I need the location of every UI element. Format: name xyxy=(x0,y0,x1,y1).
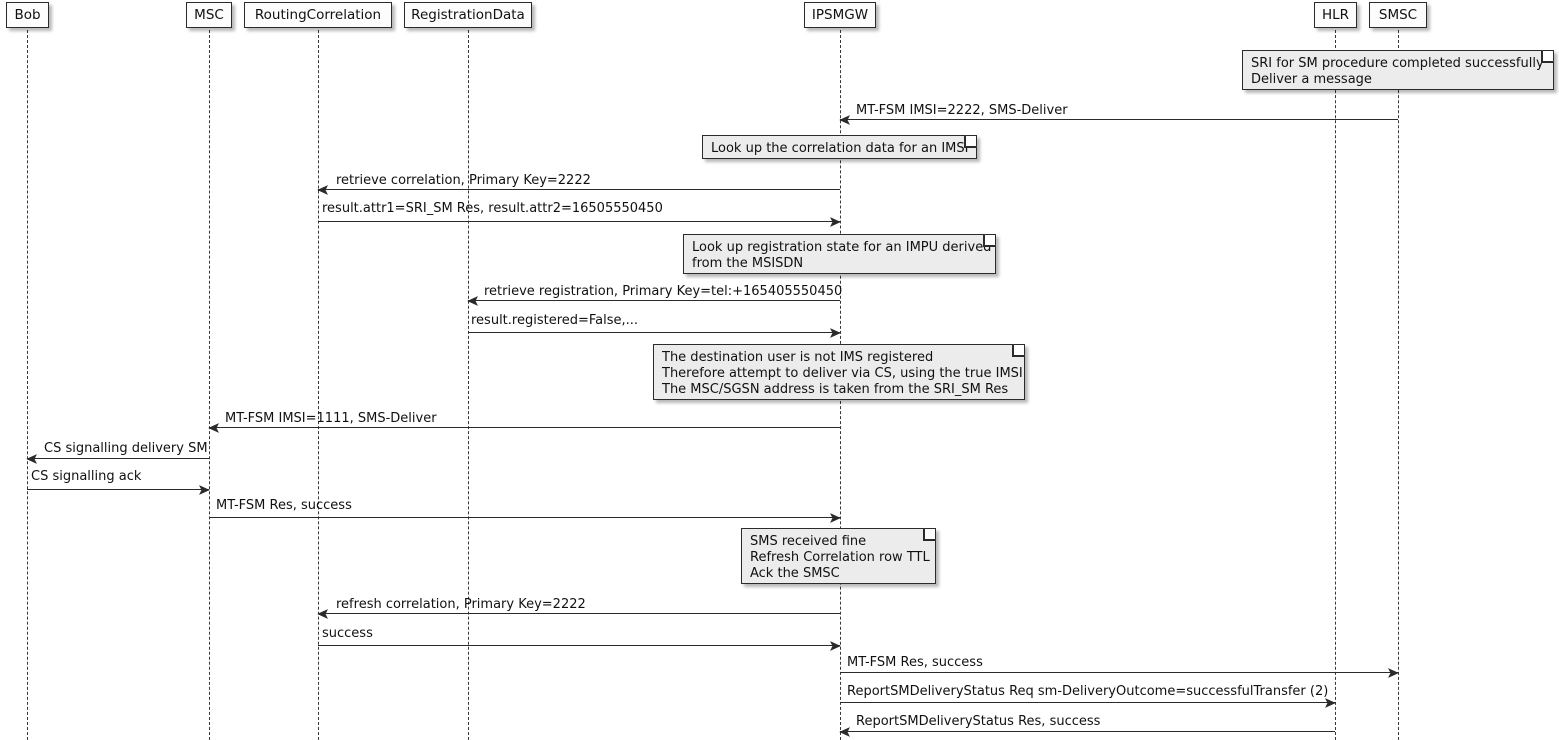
participant-ipsmgw[interactable]: IPSMGW xyxy=(804,2,876,28)
arrow-head-icon xyxy=(467,296,478,306)
note-dogear-icon xyxy=(964,136,976,148)
lifeline-bob xyxy=(27,30,28,740)
arrow-head-icon xyxy=(830,513,841,523)
note-text: Look up the correlation data for an IMSI xyxy=(711,141,969,156)
arrow-head-icon xyxy=(317,185,328,195)
note-dogear-icon xyxy=(1541,51,1553,63)
note-dogear-icon xyxy=(923,529,935,541)
arrow-head-icon xyxy=(839,115,850,125)
arrow-head-icon xyxy=(208,423,219,433)
participant-label: Bob xyxy=(14,7,41,23)
participant-label: RoutingCorrelation xyxy=(254,7,382,23)
message-label-msg-mt-fsm-deliver-2222: MT-FSM IMSI=2222, SMS-Deliver xyxy=(856,103,1068,118)
participant-hlr[interactable]: HLR xyxy=(1314,2,1357,28)
message-arrow-msg-cs-signalling-delivery xyxy=(26,454,209,464)
participant-msc[interactable]: MSC xyxy=(186,2,232,28)
message-arrow-msg-mt-fsm-deliver-1111 xyxy=(208,423,840,433)
message-label-msg-report-sm-delivery-req: ReportSMDeliveryStatus Req sm-DeliveryOu… xyxy=(847,684,1329,699)
note-dogear-icon xyxy=(1012,345,1024,357)
arrow-head-icon xyxy=(830,641,841,651)
arrow-head-icon xyxy=(317,609,328,619)
arrow-head-icon xyxy=(1388,668,1399,678)
participant-smsc[interactable]: SMSC xyxy=(1369,2,1427,28)
message-arrow-msg-mt-fsm-res-success-msc xyxy=(209,513,841,523)
note-dogear-icon xyxy=(983,235,995,247)
message-arrow-msg-refresh-success xyxy=(318,641,841,651)
message-arrow-msg-retrieve-registration xyxy=(467,296,840,306)
message-arrow-msg-correlation-result xyxy=(318,217,841,227)
participant-label: SMSC xyxy=(1378,7,1418,23)
message-label-msg-cs-signalling-delivery: CS signalling delivery SM xyxy=(44,441,208,456)
participant-label: RegistrationData xyxy=(411,7,525,23)
message-arrow-msg-report-sm-delivery-res xyxy=(839,727,1335,737)
message-label-msg-report-sm-delivery-res: ReportSMDeliveryStatus Res, success xyxy=(856,714,1101,729)
participant-regdata[interactable]: RegistrationData xyxy=(404,2,532,28)
message-arrow-msg-retrieve-correlation xyxy=(317,185,840,195)
arrow-head-icon xyxy=(830,217,841,227)
message-label-msg-correlation-result: result.attr1=SRI_SM Res, result.attr2=16… xyxy=(322,201,663,216)
message-label-msg-mt-fsm-res-success-msc: MT-FSM Res, success xyxy=(216,498,352,513)
lifeline-routing xyxy=(318,30,319,740)
arrow-head-icon xyxy=(26,454,37,464)
arrow-head-icon xyxy=(830,328,841,338)
note-sri-complete: SRI for SM procedure completed successfu… xyxy=(1242,50,1554,90)
note-text: The destination user is not IMS register… xyxy=(662,350,1023,397)
participant-routing[interactable]: RoutingCorrelation xyxy=(244,2,392,28)
note-text: Look up registration state for an IMPU d… xyxy=(692,240,992,271)
message-arrow-msg-mt-fsm-deliver-2222 xyxy=(839,115,1398,125)
message-label-msg-mt-fsm-res-success-smsc: MT-FSM Res, success xyxy=(847,655,983,670)
arrow-head-icon xyxy=(1325,698,1336,708)
lifeline-msc xyxy=(209,30,210,740)
note-text: SRI for SM procedure completed successfu… xyxy=(1251,56,1544,87)
note-sms-received: SMS received fine Refresh Correlation ro… xyxy=(741,528,936,584)
arrow-head-icon xyxy=(199,485,210,495)
message-label-msg-cs-signalling-ack: CS signalling ack xyxy=(31,469,142,484)
note-lookup-registration: Look up registration state for an IMPU d… xyxy=(683,234,996,274)
message-label-msg-refresh-correlation: refresh correlation, Primary Key=2222 xyxy=(336,597,586,612)
participant-bob[interactable]: Bob xyxy=(6,2,49,28)
message-label-msg-retrieve-correlation: retrieve correlation, Primary Key=2222 xyxy=(336,173,591,188)
participant-label: HLR xyxy=(1321,7,1350,23)
participant-label: MSC xyxy=(194,7,224,23)
message-arrow-msg-cs-signalling-ack xyxy=(27,485,210,495)
lifeline-hlr xyxy=(1335,30,1336,740)
arrow-head-icon xyxy=(839,727,850,737)
lifeline-smsc xyxy=(1398,30,1399,740)
message-arrow-msg-report-sm-delivery-req xyxy=(840,698,1336,708)
note-lookup-correlation: Look up the correlation data for an IMSI xyxy=(702,135,977,159)
message-label-msg-retrieve-registration: retrieve registration, Primary Key=tel:+… xyxy=(484,284,843,299)
message-label-msg-mt-fsm-deliver-1111: MT-FSM IMSI=1111, SMS-Deliver xyxy=(225,411,437,426)
note-text: SMS received fine Refresh Correlation ro… xyxy=(750,534,930,581)
message-arrow-msg-refresh-correlation xyxy=(317,609,840,619)
lifeline-regdata xyxy=(468,30,469,740)
message-label-msg-refresh-success: success xyxy=(322,626,373,641)
message-label-msg-registration-result: result.registered=False,... xyxy=(471,313,639,328)
participant-label: IPSMGW xyxy=(811,7,869,23)
note-not-registered: The destination user is not IMS register… xyxy=(653,344,1025,400)
message-arrow-msg-registration-result xyxy=(468,328,841,338)
message-arrow-msg-mt-fsm-res-success-smsc xyxy=(840,668,1399,678)
